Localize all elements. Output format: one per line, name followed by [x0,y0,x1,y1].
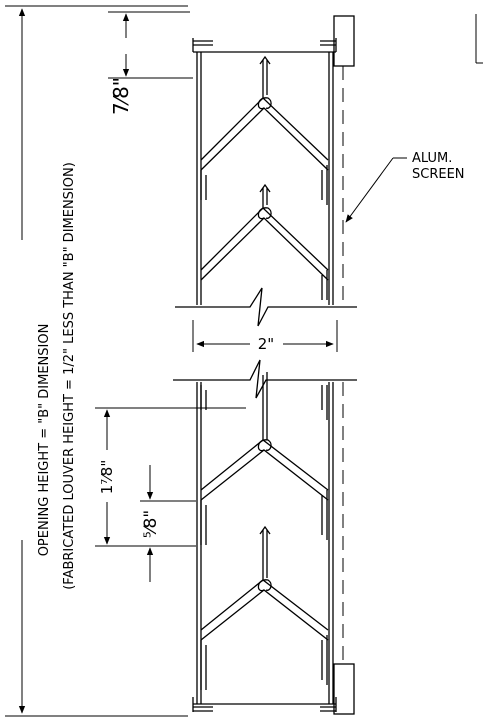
blade-gap-dimension [140,465,196,582]
width-dimension-label: 2" [258,335,274,353]
top-flange-dimension [108,11,193,79]
louver-blades-lower [200,372,329,690]
blade-pitch-dimension-label: 1⁷⁄8" [98,460,116,495]
overall-height-dimension [5,5,188,717]
width-dimension [192,320,338,352]
screen-leader [345,157,407,223]
corner-mark [475,14,483,64]
frame-top [192,15,355,305]
screen-label-line2: SCREEN [412,167,465,182]
frame-bottom [192,382,355,715]
opening-height-label: OPENING HEIGHT = "B" DIMENSION [37,324,52,557]
break-line-bottom [173,359,357,399]
fabricated-height-label: (FABRICATED LOUVER HEIGHT = 1/2" LESS TH… [62,162,77,590]
louver-blades-upper [200,55,329,300]
blade-gap-dimension-label: ⁵⁄8" [141,510,161,538]
screen-label-line1: ALUM. [412,151,452,166]
blade-pitch-dimension [95,407,246,547]
top-flange-dimension-label: 7⁄8" [109,77,133,115]
break-line-top [175,287,357,327]
